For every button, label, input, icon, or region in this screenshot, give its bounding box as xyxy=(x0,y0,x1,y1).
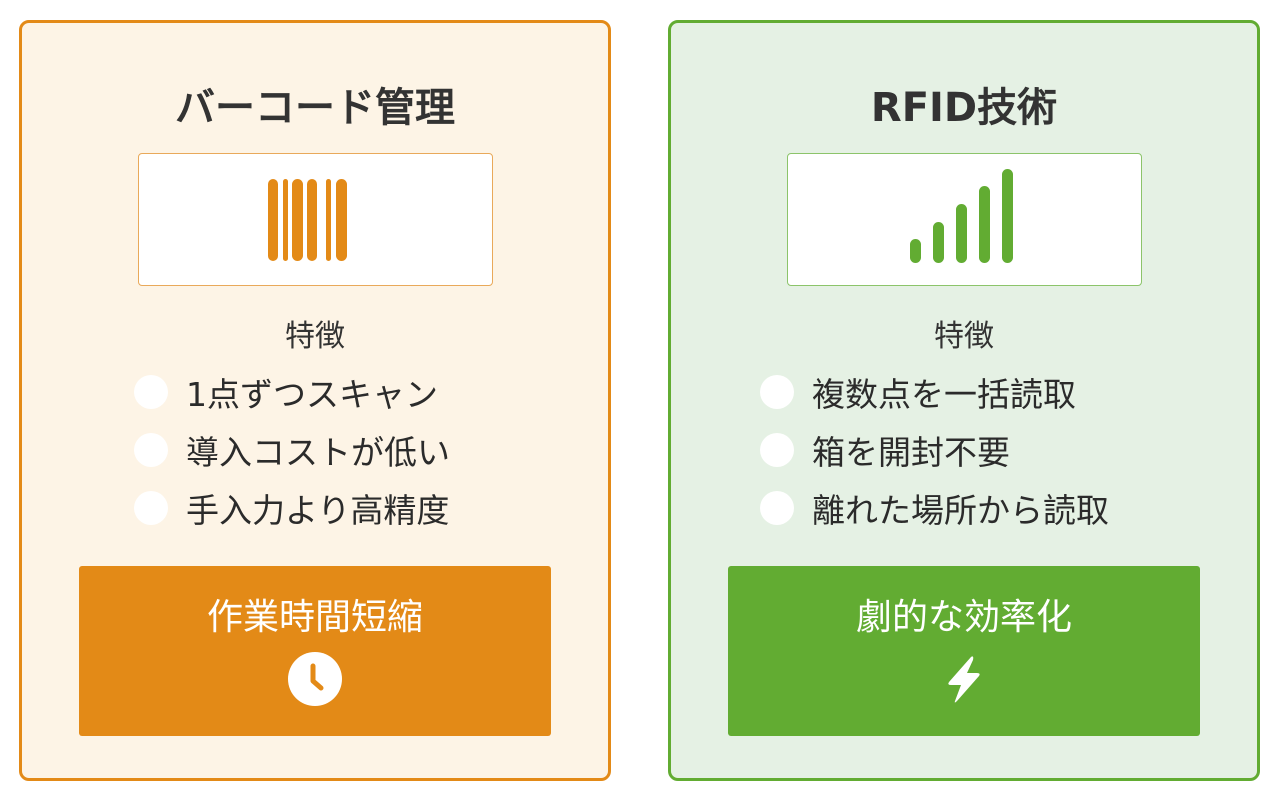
feature-text: 1点ずつスキャン xyxy=(186,375,438,414)
feature-text: 箱を開封不要 xyxy=(812,433,1010,472)
features-heading: 特徴 xyxy=(285,319,345,354)
features-heading: 特徴 xyxy=(934,319,994,354)
card-title: RFID技術 xyxy=(870,85,1058,131)
feature-item: 複数点を一括読取 xyxy=(760,363,1109,421)
bullet-icon xyxy=(134,375,168,409)
feature-item: 手入力より高精度 xyxy=(134,479,450,537)
signal-bar xyxy=(933,222,944,263)
barcode-card: バーコード管理 特徴 1点ずつスキャン 導入コストが低い 手入力より高精度 xyxy=(19,20,611,781)
barcode-bar xyxy=(336,179,347,261)
result-box: 劇的な効率化 xyxy=(728,566,1200,736)
barcode-bar xyxy=(292,179,303,261)
barcode-icon xyxy=(268,179,347,261)
feature-item: 離れた場所から読取 xyxy=(760,479,1109,537)
bullet-icon xyxy=(760,375,794,409)
card-title: バーコード管理 xyxy=(175,85,455,131)
rfid-card: RFID技術 特徴 複数点を一括読取 箱を開封不要 離れた場所から読取 劇的な効… xyxy=(668,20,1260,781)
feature-text: 複数点を一括読取 xyxy=(812,375,1076,414)
signal-bar xyxy=(979,186,990,263)
feature-text: 離れた場所から読取 xyxy=(812,491,1109,530)
signal-bars-icon xyxy=(910,169,1013,263)
feature-list: 1点ずつスキャン 導入コストが低い 手入力より高精度 xyxy=(134,363,450,537)
signal-bar xyxy=(956,204,967,263)
barcode-bar xyxy=(326,179,331,261)
bullet-icon xyxy=(760,491,794,525)
barcode-icon-box xyxy=(138,153,493,286)
feature-item: 導入コストが低い xyxy=(134,421,450,479)
bullet-icon xyxy=(760,433,794,467)
bullet-icon xyxy=(134,433,168,467)
feature-list: 複数点を一括読取 箱を開封不要 離れた場所から読取 xyxy=(760,363,1109,537)
result-label: 劇的な効率化 xyxy=(855,597,1072,638)
feature-item: 1点ずつスキャン xyxy=(134,363,450,421)
clock-icon xyxy=(288,652,342,706)
feature-text: 手入力より高精度 xyxy=(186,491,450,530)
feature-item: 箱を開封不要 xyxy=(760,421,1109,479)
barcode-bar xyxy=(307,179,317,261)
lightning-icon xyxy=(948,656,980,703)
signal-bar xyxy=(910,239,921,263)
result-label: 作業時間短縮 xyxy=(206,597,423,638)
rfid-icon-box xyxy=(787,153,1142,286)
barcode-bar xyxy=(283,179,288,261)
bullet-icon xyxy=(134,491,168,525)
feature-text: 導入コストが低い xyxy=(186,433,450,472)
result-box: 作業時間短縮 xyxy=(79,566,551,736)
barcode-bar xyxy=(268,179,278,261)
signal-bar xyxy=(1002,169,1013,263)
